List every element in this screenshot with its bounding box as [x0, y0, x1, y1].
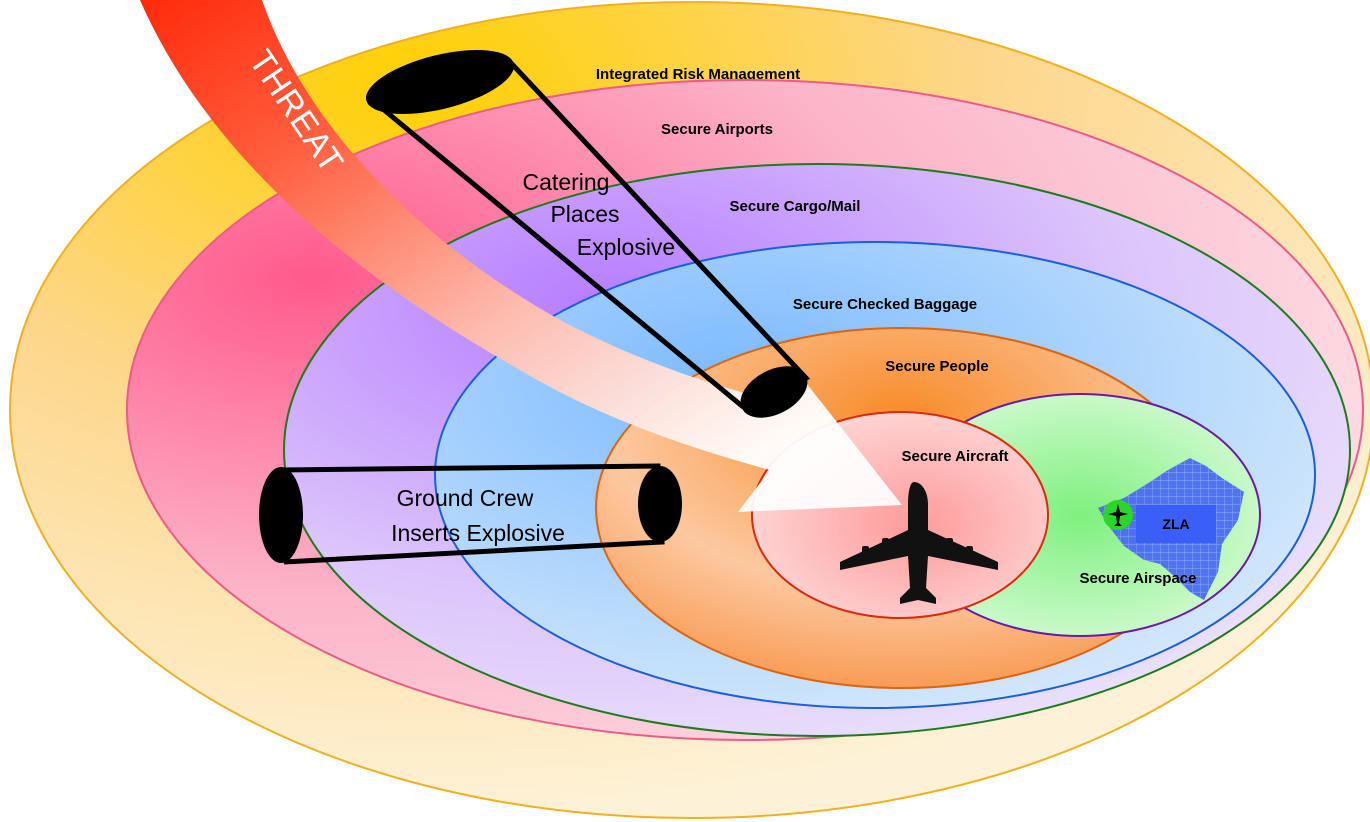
label-catering-line-2: Places: [550, 201, 619, 227]
label-aircraft: Secure Aircraft: [902, 448, 1009, 465]
zla-box: [1136, 505, 1216, 543]
ground-crew-cylinder: Ground Crew Inserts Explosive: [259, 463, 682, 565]
label-ground-crew-line-2: Inserts Explosive: [391, 520, 565, 546]
airplane-icon: [840, 482, 998, 604]
label-cargo-mail: Secure Cargo/Mail: [730, 198, 861, 215]
label-airports: Secure Airports: [661, 121, 773, 138]
catering-cylinder: Catering Places Explosive: [365, 49, 811, 418]
label-catering-line-1: Catering: [523, 169, 610, 195]
label-zla: ZLA: [1162, 516, 1189, 532]
small-plane-icon: [1108, 504, 1128, 526]
label-checked-baggage: Secure Checked Baggage: [793, 296, 977, 313]
label-ground-crew-line-1: Ground Crew: [397, 485, 534, 511]
label-people: Secure People: [885, 358, 988, 375]
label-risk-management: Integrated Risk Management: [596, 66, 800, 83]
label-catering-line-3: Explosive: [577, 234, 675, 260]
label-airspace: Secure Airspace: [1079, 570, 1196, 587]
